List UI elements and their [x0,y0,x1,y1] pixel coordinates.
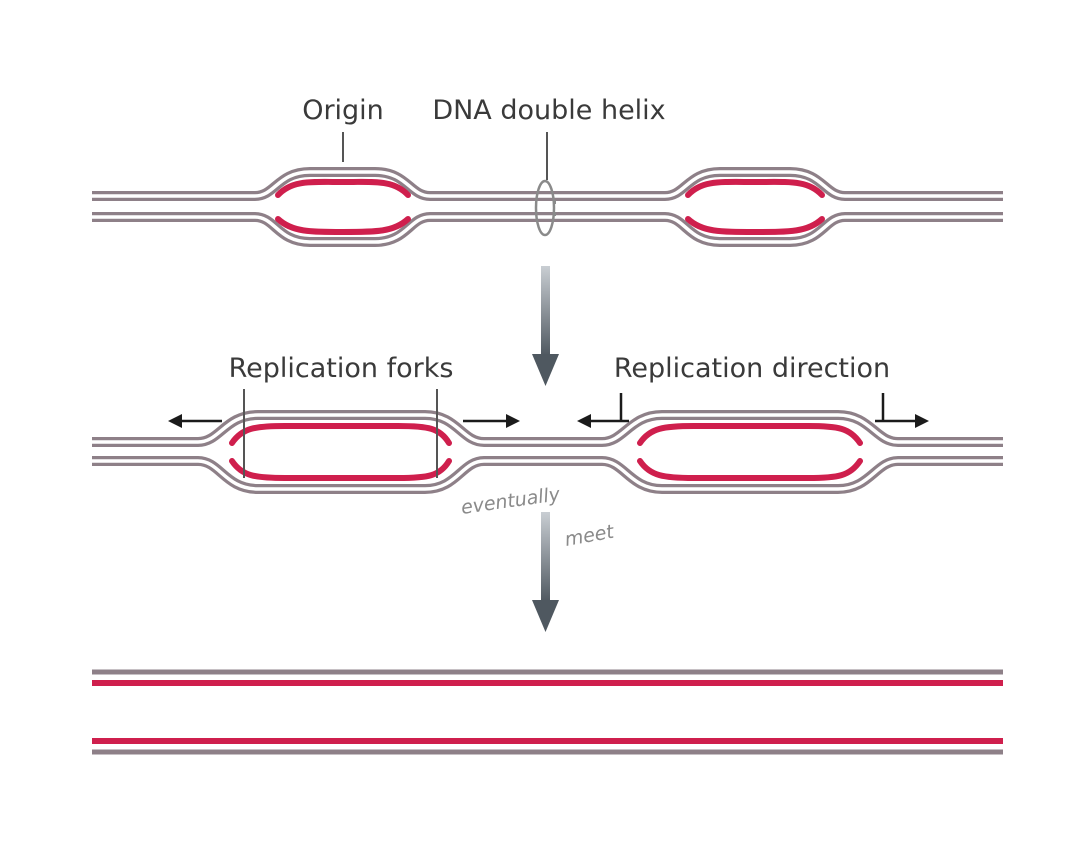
stage-2-bubble-2-new-strand-top [637,423,863,446]
dna-double-helix-label: DNA double helix [432,95,665,126]
stage-1-bubble-2-new-strand-bottom [685,216,825,236]
daughter-molecule-2 [92,738,1003,755]
replication-direction-label: Replication direction [614,353,890,384]
stage-2-elongation: Replication forks Replication direction [92,353,1003,494]
dna-helix-twist-icon [534,179,556,237]
direction-arrow-right-2 [875,393,929,428]
stage-2-bubble-2-new-strand-bottom [637,458,863,481]
stage-2-bubble-1-new-strand-bottom [229,458,452,481]
direction-arrow-right-1 [463,414,520,428]
handwritten-note-line-2: meet [563,520,617,551]
origin-label: Origin [302,95,384,126]
stage-1-bubble-1-new-strand-bottom [275,216,411,236]
stage-2-top-parental-strand [92,410,1003,447]
direction-arrow-left-1 [168,414,222,428]
step-arrow-1 [532,266,559,386]
handwritten-annotation: eventually meet [460,483,617,551]
stage-1-bubble-2-new-strand-top [685,178,825,198]
replication-forks-label: Replication forks [229,353,454,384]
daughter-molecule-1 [92,669,1003,686]
stage-3-daughter-molecules [92,669,1003,755]
stage-1-initiation: Origin DNA double helix [92,95,1003,247]
stage-2-bubble-1-new-strand-top [229,423,452,446]
stage-1-bottom-parental-strand [92,212,1003,247]
direction-arrow-left-2 [577,393,629,428]
step-arrow-2 [532,512,559,632]
stage-1-bubble-1-new-strand-top [275,178,411,198]
